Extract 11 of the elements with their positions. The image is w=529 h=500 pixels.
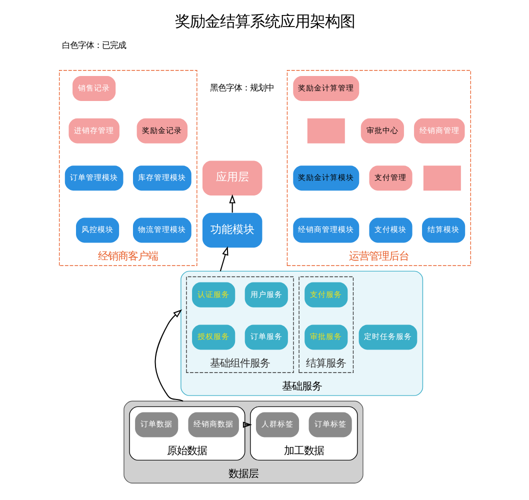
arrow bbox=[219, 246, 228, 272]
arrow bbox=[242, 422, 252, 428]
node-box: 应用层 bbox=[202, 160, 262, 196]
node-box bbox=[306, 118, 344, 144]
arrow bbox=[228, 194, 235, 213]
diagram-title: 奖励金结算系统应用架构图 bbox=[174, 12, 354, 30]
arrow bbox=[154, 309, 183, 402]
node-box bbox=[422, 166, 460, 191]
node-box: 功能模块 bbox=[202, 212, 262, 248]
label: 黑色字体：规划中 bbox=[210, 82, 274, 93]
label: 白色字体：已完成 bbox=[62, 40, 126, 50]
